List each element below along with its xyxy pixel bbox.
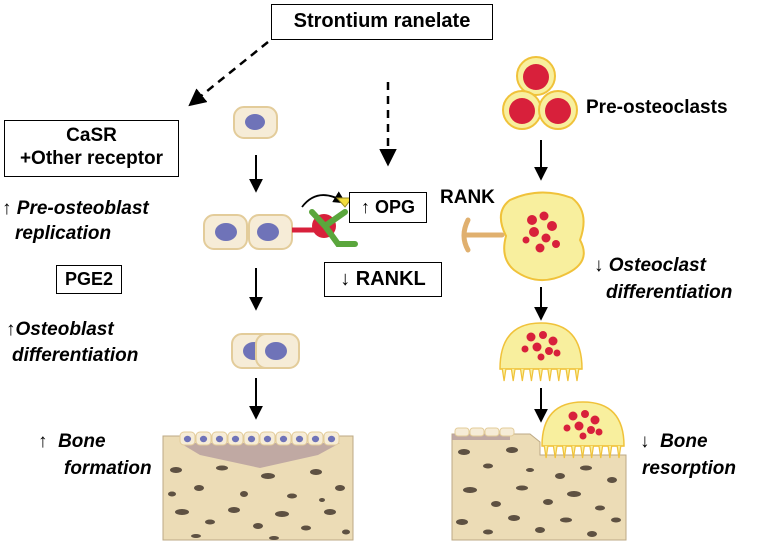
dashed-arrow-left xyxy=(188,41,269,107)
rankl-box: ↓ RANKL xyxy=(324,262,442,297)
pre-osteoblast-pair xyxy=(203,214,293,250)
bone-resorption-line1: Bone xyxy=(660,431,708,452)
bone-formation-line1: Bone xyxy=(58,431,106,452)
pre-osteoclast-cluster xyxy=(502,56,578,130)
osteoblast-differentiation-line2: differentiation xyxy=(12,345,139,366)
pge2-box: PGE2 xyxy=(56,265,122,294)
rank-receptor xyxy=(461,217,505,253)
down-arrow-icon: ↓ xyxy=(594,255,604,276)
rankl-label: ↓ RANKL xyxy=(340,268,426,290)
rankl-opg-complex xyxy=(292,191,358,247)
strontium-ranelate-label: Strontium ranelate xyxy=(293,10,471,32)
down-arrow-icon: ↓ xyxy=(640,431,650,452)
bone-resorption-line2: resorption xyxy=(642,458,736,479)
up-arrow-icon: ↑ xyxy=(6,319,16,340)
osteoblast-diff-line1: Osteoblast xyxy=(15,319,114,340)
bone-formation-line2: formation xyxy=(64,458,152,479)
pge2-label: PGE2 xyxy=(64,269,114,289)
osteoclast-differentiation-line2: differentiation xyxy=(606,282,733,303)
osteoclast-diff-line1: Osteoclast xyxy=(608,255,706,276)
opg-label: ↑ OPG xyxy=(360,197,415,217)
bone-formation-tissue xyxy=(162,431,354,541)
bone-resorption-label: ↓ Bone xyxy=(640,430,708,453)
rank-label: RANK xyxy=(440,187,495,208)
osteoclast-differentiation-label: ↓ Osteoclast xyxy=(594,254,706,277)
opg-box: ↑ OPG xyxy=(349,192,427,223)
bone-resorption-tissue xyxy=(451,427,627,541)
up-arrow-icon: ↑ xyxy=(2,198,12,219)
pre-osteoclasts-label: Pre-osteoclasts xyxy=(586,97,728,118)
resorbing-osteoclast xyxy=(541,401,625,459)
receptor-box: CaSR +Other receptor xyxy=(4,120,179,177)
pre-osteoblast-replication-line2: replication xyxy=(15,223,112,244)
single-pre-osteoblast-cell xyxy=(233,106,278,139)
osteoblast-pair xyxy=(231,333,300,369)
mature-osteoclast xyxy=(499,322,583,382)
receptor-label-line2: +Other receptor xyxy=(19,148,164,169)
up-arrow-icon: ↑ xyxy=(38,431,48,452)
receptor-label-line1: CaSR xyxy=(66,125,117,146)
osteoblast-differentiation-label: ↑Osteoblast xyxy=(6,318,114,341)
pre-osteoblast-line1: Pre-osteoblast xyxy=(16,198,149,219)
pre-osteoblast-replication-label: ↑ Pre-osteoblast xyxy=(2,197,149,220)
strontium-ranelate-box: Strontium ranelate xyxy=(271,4,493,40)
bone-formation-label: ↑ Bone xyxy=(38,430,106,453)
osteoclast-precursor xyxy=(499,191,585,281)
